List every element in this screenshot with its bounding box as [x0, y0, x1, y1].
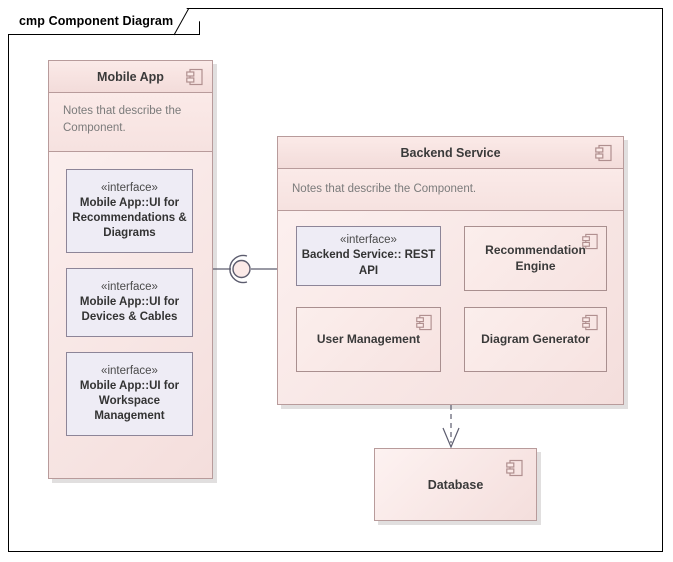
backend-service-notes-text: Notes that describe the Component.: [292, 183, 477, 196]
component-icon: [416, 314, 432, 331]
backend-service-body: «interface» Backend Service:: REST API R…: [278, 211, 623, 404]
component-icon: [582, 233, 598, 250]
mobile-app-title: Mobile App: [97, 69, 164, 84]
interface-name: Mobile App::UI for Devices & Cables: [79, 295, 180, 324]
subcomponent-label: User Management: [316, 331, 421, 346]
interface-stereotype: «interface»: [101, 280, 158, 293]
interface-stereotype: «interface»: [101, 364, 158, 377]
subcomponent-label: Recommendation Engine: [485, 242, 586, 273]
component-backend-service[interactable]: Backend Service Notes that describe the …: [277, 136, 624, 405]
mobile-app-header: Mobile App: [49, 61, 212, 93]
subcomponent-diagram-generator[interactable]: Diagram Generator: [464, 307, 607, 372]
component-icon: [506, 459, 523, 477]
backend-service-notes: Notes that describe the Component.: [278, 169, 623, 211]
interface-ui-workspace-management[interactable]: «interface» Mobile App::UI for Workspace…: [66, 352, 193, 436]
backend-service-title: Backend Service: [400, 145, 501, 160]
mobile-app-body: «interface» Mobile App::UI for Recommend…: [49, 152, 212, 478]
component-database[interactable]: Database: [374, 448, 537, 521]
interface-name: Mobile App::UI for Workspace Management: [79, 379, 180, 423]
interface-name: Mobile App::UI for Recommendations & Dia…: [72, 196, 187, 240]
mobile-app-notes-text: Notes that describe the Component.: [63, 105, 182, 134]
diagram-frame-title: cmp Component Diagram: [19, 14, 174, 28]
interface-backend-rest-api[interactable]: «interface» Backend Service:: REST API: [296, 226, 441, 286]
component-mobile-app[interactable]: Mobile App Notes that describe the Compo…: [48, 60, 213, 479]
interface-stereotype: «interface»: [101, 181, 158, 194]
interface-ui-devices-cables[interactable]: «interface» Mobile App::UI for Devices &…: [66, 268, 193, 337]
component-icon: [595, 144, 612, 162]
interface-stereotype: «interface»: [340, 234, 397, 247]
subcomponent-recommendation-engine[interactable]: Recommendation Engine: [464, 226, 607, 291]
interface-ui-recommendations-diagrams[interactable]: «interface» Mobile App::UI for Recommend…: [66, 169, 193, 253]
interface-name: Backend Service:: REST API: [301, 249, 436, 277]
subcomponent-user-management[interactable]: User Management: [296, 307, 441, 372]
subcomponent-label: Diagram Generator: [481, 331, 590, 346]
component-icon: [186, 68, 203, 86]
diagram-frame-title-tab: cmp Component Diagram: [8, 8, 200, 35]
mobile-app-notes: Notes that describe the Component.: [49, 93, 212, 152]
component-icon: [582, 314, 598, 331]
database-title: Database: [427, 477, 484, 492]
backend-service-header: Backend Service: [278, 137, 623, 169]
